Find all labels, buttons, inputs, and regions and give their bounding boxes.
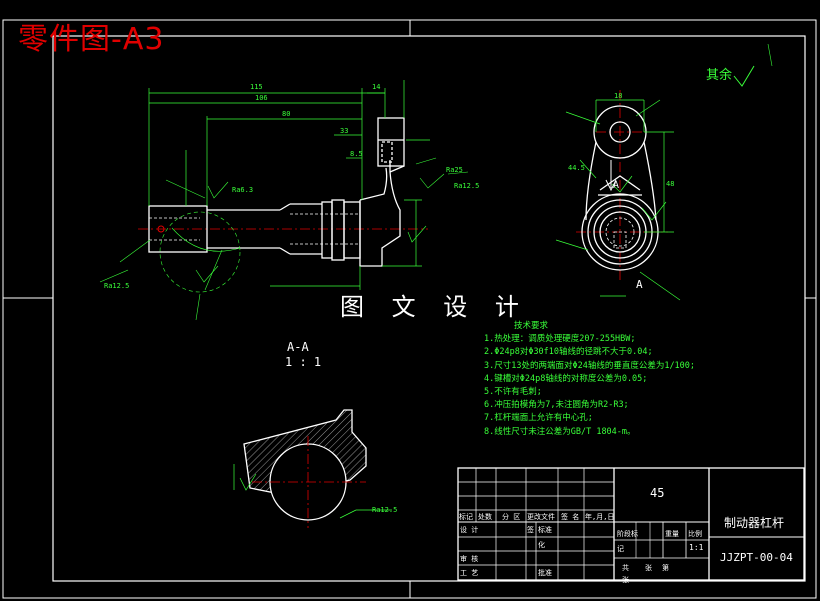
tech-note: 5.不许有毛刺; (484, 387, 542, 398)
craft-label: 工 艺 (460, 569, 479, 577)
roughness-note: 其余 (706, 68, 733, 83)
title-block-lines (457, 467, 805, 581)
review-label: 审 核 (460, 555, 479, 563)
ra-label-4: Ra12.5 (454, 182, 480, 190)
sheet-label: 张 (645, 564, 652, 572)
dim-48: 48 (666, 180, 675, 188)
dim-115: 115 (250, 83, 263, 91)
design-label: 设 计 (460, 526, 479, 534)
drawing-number: JJZPT-00-04 (720, 551, 793, 564)
page-label: 张 (622, 576, 629, 584)
ra-label-5: Ra12.5 (372, 506, 398, 514)
stage-label: 阶段标 (617, 530, 638, 538)
technical-notes: 技术要求 1.热处理：调质处理硬度207-255HBW; 2.Φ24p8对Φ30… (484, 320, 695, 439)
tech-note: 6.冲压拍模角为7,未注圆角为R2-R3; (484, 400, 629, 411)
standard2-label: 化 (538, 541, 545, 549)
material-value: 45 (650, 486, 665, 500)
ra-label-3: Ra25 (446, 166, 463, 174)
mark-label: 记 (617, 545, 624, 553)
section-label: A-A (287, 340, 309, 354)
dim-14: 14 (372, 83, 381, 91)
sheetno-label: 第 (662, 564, 669, 572)
scale-value: 1:1 (689, 543, 704, 552)
col-sign: 签 名 (561, 513, 580, 521)
dim-44-5: 44.5 (568, 164, 585, 172)
sign-label: 签 (527, 526, 534, 534)
view-marker-a: A (636, 278, 643, 291)
section-scale: 1 : 1 (285, 355, 322, 369)
tech-note: 7.杠杆端面上允许有中心孔; (484, 413, 593, 424)
centering-marks (3, 20, 816, 598)
section-view (233, 409, 392, 528)
col-mark: 标记 (459, 513, 473, 521)
col-date: 年,月,日 (585, 513, 615, 521)
tech-notes-heading: 技术要求 (514, 321, 549, 331)
tech-note: 4.键槽对Φ24p8轴线的对称度公差为0.05; (484, 373, 648, 384)
main-view (99, 80, 469, 321)
tech-note: 2.Φ24p8对Φ30f10轴线的径跳不大于0.04; (484, 347, 653, 358)
col-zone: 分 区 (502, 513, 521, 521)
watermark-text: 图 文 设 计 (340, 293, 529, 321)
dim-106: 106 (255, 94, 268, 102)
view-marker-a-arrow: A (613, 180, 620, 191)
total-label: 共 (622, 564, 629, 572)
dim-33: 33 (340, 127, 349, 135)
ra-label-2: Ra12.5 (104, 282, 130, 290)
approve-label: 批准 (538, 569, 552, 577)
tech-note: 8.线性尺寸未注公差为GB/T 1804-m。 (484, 426, 636, 437)
ra-label-1: Ra6.3 (232, 186, 254, 194)
weight-label: 重量 (665, 530, 679, 538)
page-title: 零件图-A3 (18, 22, 165, 57)
col-change-doc: 更改文件 (527, 513, 555, 521)
tech-note: 3.尺寸13处的两端面对Φ24轴线的垂直度公差为1/100; (484, 360, 696, 371)
dim-80: 80 (282, 110, 291, 118)
part-name: 制动器杠杆 (724, 516, 785, 530)
inner-frame (52, 35, 806, 582)
tech-note: 1.热处理：调质处理硬度207-255HBW; (484, 334, 636, 345)
ratio-label: 比例 (688, 530, 702, 538)
standard-label: 标准 (538, 526, 552, 534)
col-count: 处数 (478, 513, 492, 521)
dim-8-5: 8.5 (350, 150, 363, 158)
dim-18: 18 (614, 92, 623, 100)
roughness-symbol (733, 65, 755, 87)
side-view (555, 90, 681, 301)
